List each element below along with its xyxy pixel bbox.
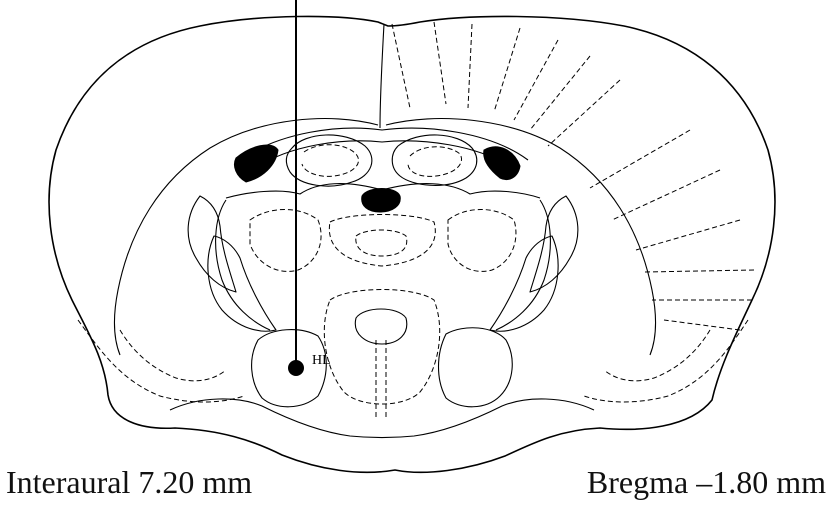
- bregma-caption: Bregma –1.80 mm: [587, 464, 826, 501]
- thalamic-nuclei: [250, 210, 321, 272]
- ventral-core: [324, 290, 439, 405]
- third-ventricle: [362, 189, 401, 213]
- lateral-ventricle-left: [234, 145, 278, 182]
- piriform-right: [584, 320, 748, 402]
- hippocampus-right-inner: [408, 147, 462, 177]
- hippocampus-left-inner: [302, 145, 359, 177]
- lesion-marker: [288, 360, 304, 376]
- brain-outline: [49, 16, 775, 472]
- thalamic-nuclei-right: [448, 210, 516, 272]
- lower-right-region: [604, 330, 710, 381]
- thalamic-nuclei-mid: [329, 215, 435, 267]
- interaural-caption: Interaural 7.20 mm: [6, 464, 252, 501]
- ventral-ring: [355, 309, 406, 344]
- cortex-inner-boundary-right: [386, 119, 656, 355]
- midline-fissure: [380, 24, 384, 128]
- thalamic-nuclei-mid-inner: [356, 230, 407, 256]
- ventral-contour: [170, 399, 594, 438]
- piriform-left: [78, 320, 244, 402]
- lower-left-region: [120, 330, 226, 381]
- ventral-nucleus-right: [439, 328, 513, 407]
- lesion-label: HL: [312, 353, 331, 368]
- cortex-radial-lines: [392, 22, 754, 330]
